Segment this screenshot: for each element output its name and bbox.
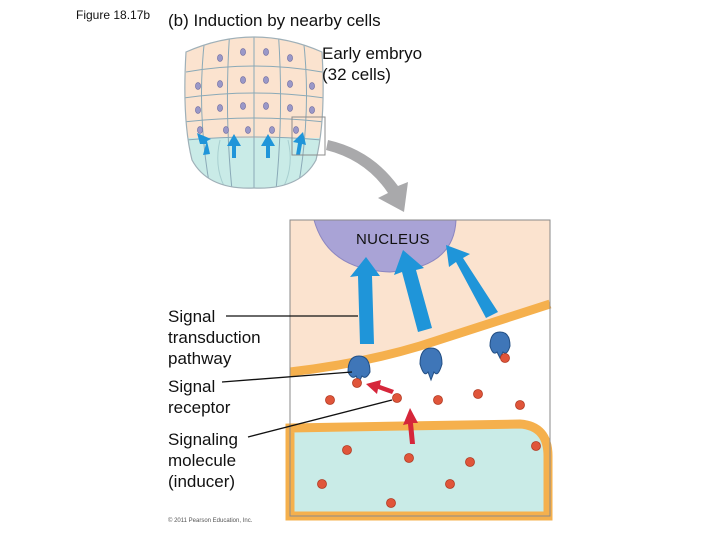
copyright-notice: © 2011 Pearson Education, Inc. [168, 518, 253, 524]
neighbor-cell [285, 419, 553, 521]
label-line: receptor [168, 398, 231, 417]
label-line: Signal [168, 377, 216, 396]
label-signal-transduction: Signal transduction pathway [168, 306, 261, 369]
transduction-arrows [350, 245, 498, 344]
embryo-signal-arrows [197, 132, 306, 158]
signal-receptors [347, 331, 511, 384]
label-line: (inducer) [168, 472, 236, 491]
zoom-box [291, 116, 326, 156]
embryo-caption-line2: (32 cells) [322, 65, 391, 84]
signaling-molecules [317, 353, 541, 508]
label-signaling-molecule: Signaling molecule (inducer) [168, 429, 238, 492]
embryo-caption-line1: Early embryo [322, 44, 423, 63]
label-line: Signaling [168, 430, 238, 449]
leader-lines [221, 315, 393, 438]
embryo-caption: Early embryo (32 cells) [322, 43, 422, 85]
label-signal-receptor: Signal receptor [168, 376, 230, 418]
red-arrows [366, 380, 418, 444]
zoom-arrow [326, 140, 408, 212]
nucleus-label: NUCLEUS [356, 231, 430, 248]
label-line: transduction [168, 328, 261, 347]
label-line: Signal [168, 307, 216, 326]
early-embryo [184, 36, 326, 189]
label-line: molecule [168, 451, 237, 470]
nucleus [313, 219, 457, 273]
figure-label: Figure 18.17b [76, 8, 151, 22]
label-line: pathway [168, 349, 232, 368]
magnified-panel [285, 219, 553, 521]
panel-title: (b) Induction by nearby cells [168, 11, 381, 30]
